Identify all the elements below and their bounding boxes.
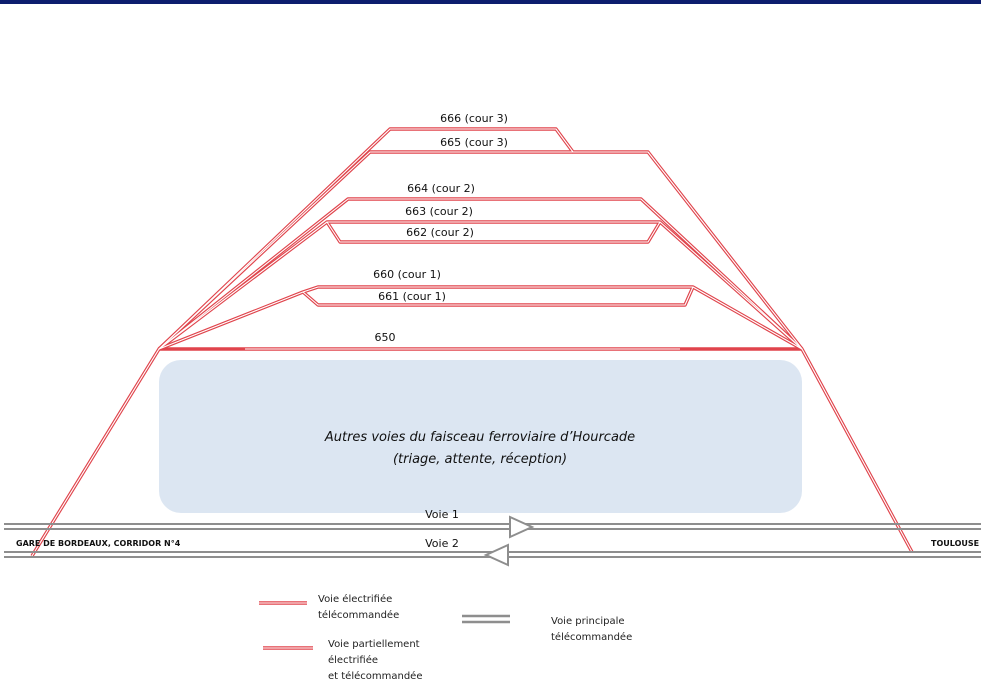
legend-main-line1: Voie principale	[551, 616, 625, 627]
yard-area-title: Autres voies du faisceau ferroviaire d’H…	[324, 430, 635, 445]
yard-area-subtitle: (triage, attente, réception)	[393, 452, 567, 467]
legend-partial-line2: électrifiée	[328, 654, 378, 666]
legend-main-line2: télécommandée	[551, 631, 632, 643]
header-bar	[0, 0, 981, 4]
endpoint-left-label: GARE DE BORDEAUX, CORRIDOR N°4	[16, 539, 181, 548]
track-label-666: 666 (cour 3)	[440, 112, 508, 125]
direction-arrow-right-icon	[509, 515, 535, 539]
red-track-inner	[31, 128, 913, 557]
track-label-660: 660 (cour 1)	[373, 268, 441, 281]
track-label-665: 665 (cour 3)	[440, 136, 508, 149]
track-label-650: 650	[375, 331, 396, 344]
track-label-663: 663 (cour 2)	[405, 205, 473, 218]
legend-electrified-line2: télécommandée	[318, 609, 399, 621]
legend-partial-line3: et télécommandée	[328, 670, 422, 682]
track-label-661: 661 (cour 1)	[378, 290, 446, 303]
legend-symbol-main	[462, 614, 510, 624]
endpoint-right-label: TOULOUSE	[931, 539, 979, 548]
main-line-label-voie1: Voie 1	[425, 508, 459, 521]
track-label-664: 664 (cour 2)	[407, 182, 475, 195]
main-line-label-voie2: Voie 2	[425, 537, 459, 550]
direction-arrow-left-icon	[483, 543, 509, 567]
legend: Voie électrifiée télécommandée Voie part…	[259, 593, 632, 682]
track-label-662: 662 (cour 2)	[406, 226, 474, 239]
yard-area	[159, 360, 802, 513]
legend-partial-line1: Voie partiellement	[328, 639, 420, 650]
legend-electrified-line1: Voie électrifiée	[318, 593, 392, 605]
